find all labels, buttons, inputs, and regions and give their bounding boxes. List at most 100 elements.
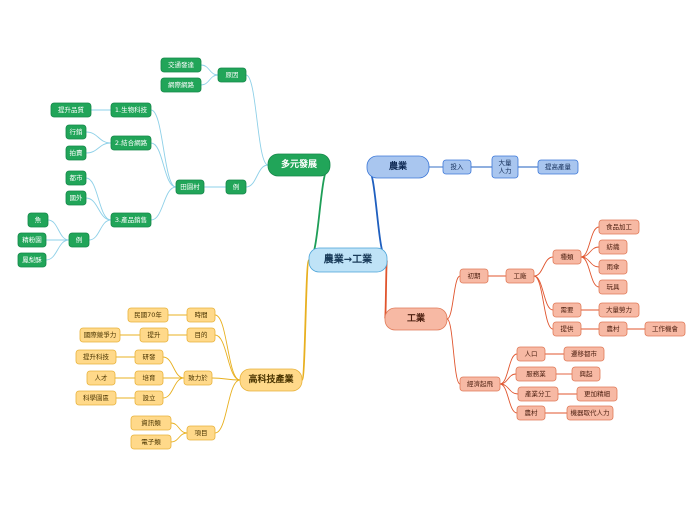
agri-labor-node[interactable]: 大量人力 [491,155,519,179]
ind-economy-value[interactable]: 興起 [571,366,601,382]
link-v3c-x2 [45,239,70,261]
ind-early-node[interactable]: 初期 [459,268,489,284]
hi-projects-node[interactable]: 項目 [186,425,216,441]
div-example-item[interactable]: 魚 [27,212,49,228]
hi-project-item-label: 資訊類 [141,418,161,427]
link-v3-v3a [85,177,112,221]
ind-type-item-box [598,219,640,235]
div-tech-value[interactable]: 提升品質 [50,102,92,118]
hi-purpose-verb[interactable]: 提升 [139,327,169,343]
ind-type-item-box [598,279,628,295]
div-products-node[interactable]: 3.產品銷售 [110,212,152,228]
hightech-node[interactable]: 高科技產業 [239,368,303,392]
div-combine-item[interactable]: 拍賣 [65,145,87,161]
hi-effort-value-box [75,349,117,365]
ind-economy-item-label: 人口 [525,350,538,358]
agriculture-node[interactable]: 農業 [366,155,430,179]
div-product-item-box [65,190,87,206]
ind-economy-node[interactable]: 經濟起飛 [459,376,501,392]
ind-economy-item[interactable]: 產業分工 [517,386,559,402]
hi-effort-value[interactable]: 提升科技 [75,349,117,365]
ind-economy-value[interactable]: 機器取代人力 [566,405,614,421]
link-d1-d1b [200,74,219,86]
ind-economy-item[interactable]: 農村 [516,405,546,421]
agri-result-node[interactable]: 提高產量 [537,159,579,175]
ind-need-node[interactable]: 需要 [552,302,582,318]
div-product-item-label: 國外 [70,193,84,202]
ind-type-item[interactable]: 紡織 [598,239,628,255]
ind-economy-item-box [517,386,559,402]
ind-economy-item[interactable]: 服務業 [515,366,557,382]
ind-type-item-box [598,239,628,255]
ind-provide-place[interactable]: 農村 [598,321,628,337]
link-hi-h2 [214,334,241,381]
hi-effort-verb[interactable]: 培育 [134,370,164,386]
agri-input-node[interactable]: 投入 [442,159,472,175]
agri-result-node-label: 提高產量 [545,162,572,171]
div-product-example[interactable]: 例 [68,232,90,248]
hi-time-node[interactable]: 時間 [186,307,216,323]
ind-type-item[interactable]: 雨傘 [598,259,628,275]
div-reason-item[interactable]: 交通發達 [160,57,202,73]
div-product-item[interactable]: 國外 [65,190,87,206]
ind-economy-item[interactable]: 人口 [516,346,546,362]
hi-purpose-value[interactable]: 國際競爭力 [79,327,121,343]
ind-need-value[interactable]: 大量勞力 [598,302,640,318]
ind-economy-value[interactable]: 更加精細 [576,386,618,402]
agri-input-node-label: 投入 [451,162,465,171]
ind-type-item[interactable]: 玩具 [598,279,628,295]
ind-economy-node-box [459,376,501,392]
div-example-item[interactable]: 精粉園 [17,232,47,248]
industry-node[interactable]: 工業 [384,307,448,331]
div-example-node-box [225,179,247,195]
ind-provide-node-box [552,321,582,337]
div-example-node[interactable]: 例 [225,179,247,195]
link-h4-p1 [170,432,188,443]
div-reason-item[interactable]: 網際網路 [160,77,202,93]
root-node-box [308,247,388,273]
hi-effort-value[interactable]: 人才 [86,370,116,386]
ind-provide-place-label: 農村 [607,324,621,333]
div-combine-item[interactable]: 行銷 [65,124,87,140]
diversify-node[interactable]: 多元發展 [267,153,331,177]
ind-economy-value-label: 更加精細 [584,389,611,398]
ind-types-node[interactable]: 種類 [552,249,582,265]
link-root-hi [301,259,310,381]
link-hi-h4 [214,379,241,434]
hi-purpose-node[interactable]: 目的 [186,327,216,343]
link-root-ind [384,259,388,320]
hi-project-item[interactable]: 資訊類 [130,415,172,431]
hi-time-node-label: 時間 [195,311,208,319]
hi-effort-value[interactable]: 科學園區 [75,390,117,406]
agriculture-node-label: 農業 [389,160,408,172]
hi-project-item-box [130,434,172,450]
hi-effort-verb[interactable]: 研發 [134,349,164,365]
ind-factory-node[interactable]: 工廠 [505,268,535,284]
hi-project-item[interactable]: 電子類 [130,434,172,450]
ind-early-node-box [459,268,489,284]
div-combine-node[interactable]: 2.結合網路 [110,135,152,151]
div-reason-node[interactable]: 原因 [217,67,247,83]
div-product-item[interactable]: 都市 [65,170,87,186]
link-i6-e3 [499,383,518,414]
ind-provide-value[interactable]: 工作機會 [644,321,686,337]
hi-time-value-label: 民國70年 [134,310,162,319]
link-i3-t0 [580,226,600,258]
ind-provide-node[interactable]: 提供 [552,321,582,337]
hi-effort-verb-box [134,390,164,406]
ind-type-item[interactable]: 食品加工 [598,219,640,235]
link-i6-e0 [499,353,518,385]
hi-effort-verb[interactable]: 設立 [134,390,164,406]
div-example-item-box [27,212,49,228]
div-example-item-label: 魚 [35,215,42,224]
root-node[interactable]: 農業→工業 [308,247,388,273]
div-village-node[interactable]: 田園村 [175,179,205,195]
ind-economy-value[interactable]: 遷移都市 [563,346,605,362]
ind-economy-value-box [571,366,601,382]
hi-time-value[interactable]: 民國70年 [127,307,169,323]
link-hi-h1 [214,314,241,381]
div-example-item-label: 鳳梨酥 [22,255,42,264]
div-example-item[interactable]: 鳳梨酥 [17,252,47,268]
hi-efforts-node[interactable]: 致力於 [183,370,213,386]
div-tech-node[interactable]: 1.生物科技 [110,102,152,118]
